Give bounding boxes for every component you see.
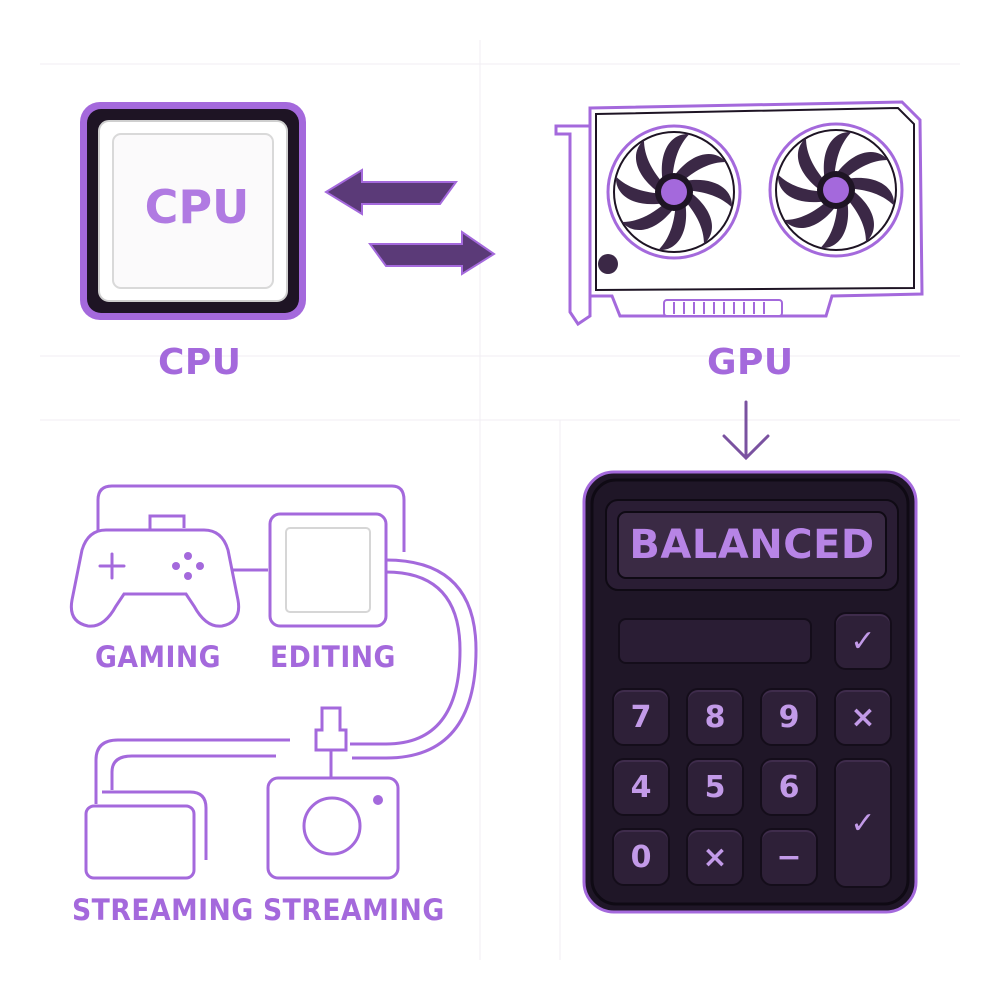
gpu-card-icon [554,100,924,327]
key-7[interactable]: 7 [612,688,670,746]
editing-label: EDITING [270,640,396,674]
key-multiply[interactable]: × [834,688,892,746]
key-check-large[interactable]: ✓ [834,758,892,888]
monitor-icon [268,512,388,628]
arrow-down-icon [722,400,770,461]
arrow-left-icon [324,168,458,216]
arrow-right-icon [368,230,496,276]
streaming-label-screen: STREAMING [72,893,254,927]
connector-lines [94,484,478,804]
key-9[interactable]: 9 [760,688,818,746]
key-8[interactable]: 8 [686,688,744,746]
cpu-label: CPU [158,342,242,383]
background-grid [40,40,960,960]
key-minus[interactable]: − [760,828,818,886]
cpu-chip-icon [80,102,306,320]
key-multiply-2[interactable]: × [686,828,744,886]
key-5[interactable]: 5 [686,758,744,816]
input-slot [618,618,812,664]
screen-icon [84,790,208,880]
gpu-label: GPU [707,342,794,383]
key-4[interactable]: 4 [612,758,670,816]
gaming-label: GAMING [95,640,222,674]
key-6[interactable]: 6 [760,758,818,816]
key-check[interactable]: ✓ [834,612,892,670]
camera-icon [266,706,400,880]
key-0[interactable]: 0 [612,828,670,886]
mode-display-text: BALANCED [629,522,875,568]
streaming-label-camera: STREAMING [263,893,445,927]
gamepad-icon [69,528,241,628]
cpu-chip-text: CPU [144,180,250,234]
